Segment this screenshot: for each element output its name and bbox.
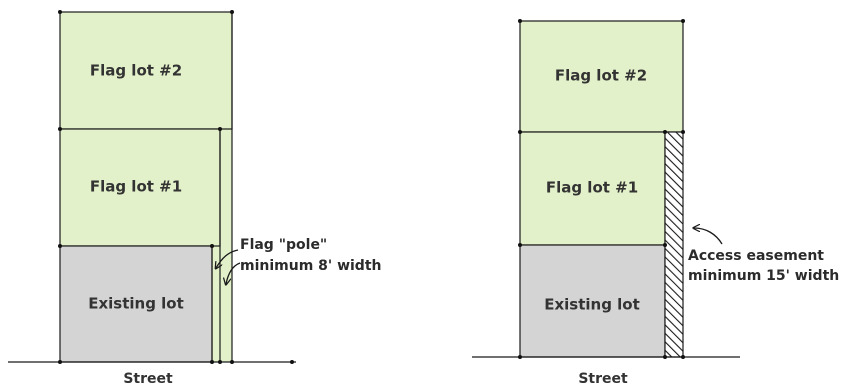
right-flag-lot-1-label: Flag lot #1 (546, 179, 638, 197)
access-easement-strip (664, 131, 684, 358)
left-vertex-markers (58, 10, 294, 364)
pole-note-line1: Flag "pole" (240, 237, 327, 253)
left-diagram: Flag lot #2 Flag lot #1 Existing lot Fla… (8, 10, 381, 387)
left-flag-lot-1-label: Flag lot #1 (90, 178, 182, 196)
right-flag-lot-2-parcel (519, 20, 684, 133)
right-street-label: Street (578, 371, 628, 387)
easement-note-line2: minimum 15' width (688, 268, 839, 284)
right-vertex-markers (518, 19, 685, 359)
easement-note-line1: Access easement (688, 248, 824, 264)
easement-arrow (694, 228, 723, 245)
right-existing-lot-label: Existing lot (544, 296, 640, 314)
left-existing-lot-label: Existing lot (88, 295, 184, 313)
right-diagram: Flag lot #2 Flag lot #1 Existing lot Acc… (472, 19, 839, 387)
left-street-label: Street (123, 371, 173, 387)
pole-arrow-upper (216, 249, 239, 268)
right-existing-lot-parcel (519, 244, 666, 358)
pole-arrow-lower (226, 262, 241, 284)
pole-note-line2: minimum 8' width (240, 258, 381, 274)
right-flag-lot-2-label: Flag lot #2 (555, 67, 647, 85)
left-flag-lot-2-label: Flag lot #2 (90, 62, 182, 80)
